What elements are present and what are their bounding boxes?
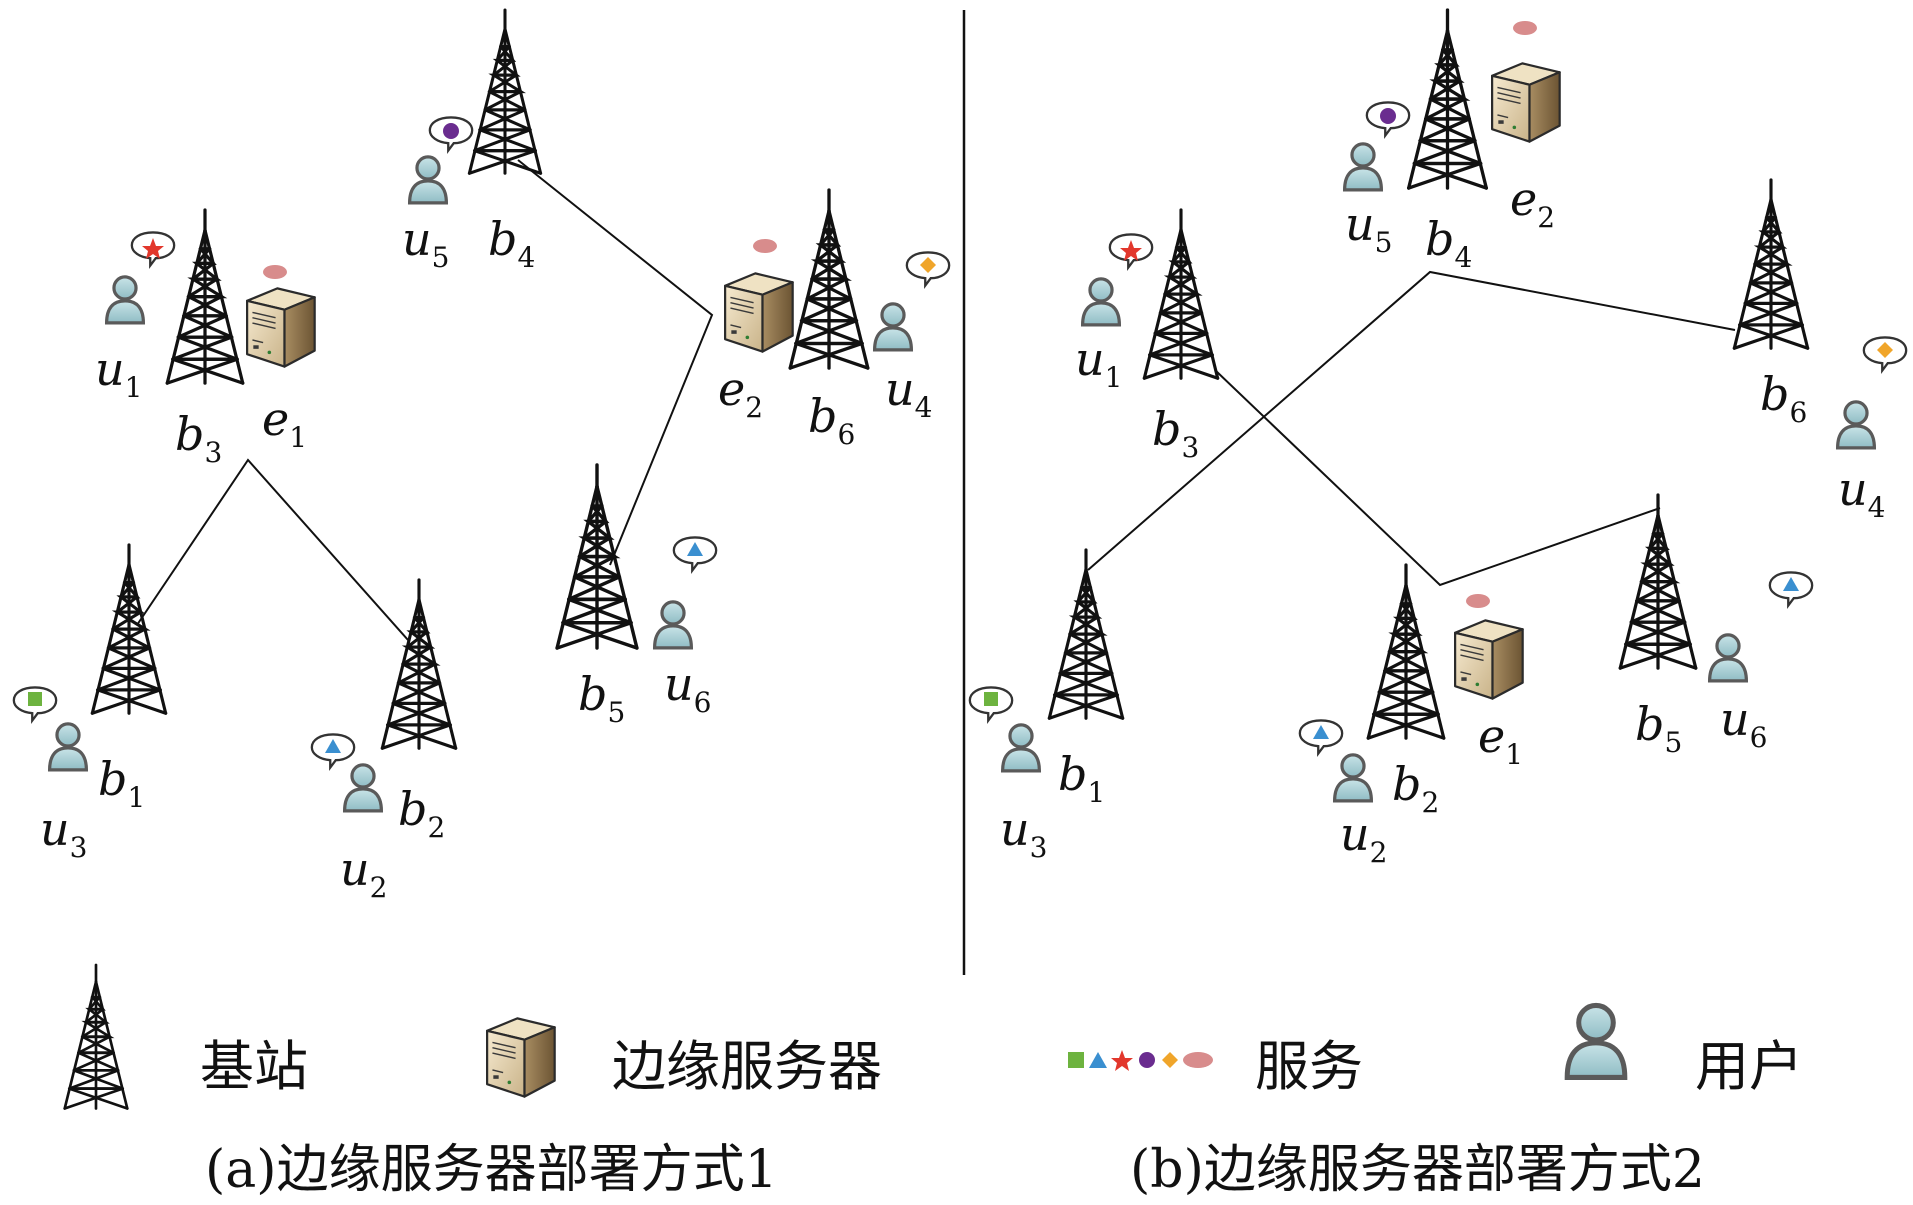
tower-icon <box>380 578 458 750</box>
label-u6: u6 <box>664 657 711 719</box>
label-b2: b2 <box>398 782 445 844</box>
service-square-icon <box>1068 1052 1084 1068</box>
tower-icon <box>165 208 245 385</box>
tower-icon <box>90 543 168 715</box>
service-square-icon <box>984 692 998 706</box>
caption-a: (a)边缘服务器部署方式1 <box>205 1140 778 1200</box>
server-icon <box>1490 62 1561 143</box>
service-ellipse-icon <box>263 265 287 279</box>
label-b1: b1 <box>1058 747 1105 809</box>
label-b2: b2 <box>1392 757 1439 819</box>
link-b3-b2-b5 <box>1214 369 1661 587</box>
service-square-icon <box>28 692 42 706</box>
label-u4: u4 <box>1838 462 1885 524</box>
tower-icon <box>1142 208 1220 380</box>
user-icon <box>1567 1005 1625 1077</box>
user-icon <box>407 155 449 205</box>
tower-icon <box>788 188 870 370</box>
legend-tower-label: 基站 <box>200 1035 308 1098</box>
label-u1: u1 <box>1075 332 1122 394</box>
user-icon <box>652 600 694 650</box>
service-triangle-icon <box>325 739 341 753</box>
label-e1: e1 <box>262 392 307 454</box>
label-b6: b6 <box>1760 367 1807 429</box>
panel-a: b1 b2 b3 b4 b5 b6 e1 e2 u1 u2 u3 u4 u5 u… <box>12 8 951 904</box>
label-b3: b3 <box>175 407 222 469</box>
legend-service-label: 服务 <box>1255 1035 1363 1098</box>
label-b6: b6 <box>808 389 855 451</box>
label-b5: b5 <box>578 667 625 729</box>
legend: 基站 边缘服务器 服务 用户 <box>63 963 1803 1111</box>
user-icon <box>1707 633 1749 683</box>
service-ellipse-icon <box>1513 21 1537 35</box>
service-ellipse-icon <box>1466 594 1490 608</box>
label-e2: e2 <box>718 362 763 424</box>
service-circle-icon <box>1380 108 1396 124</box>
label-u1: u1 <box>95 342 142 404</box>
label-b5: b5 <box>1635 697 1682 759</box>
service-star-icon <box>1120 240 1142 261</box>
service-star-icon <box>142 238 164 259</box>
label-u6: u6 <box>1720 692 1767 754</box>
service-star-icon <box>1111 1050 1133 1071</box>
link-b1-b4-b6 <box>1087 270 1736 571</box>
service-diamond-icon <box>1877 342 1893 358</box>
panel-b: b1 b2 b3 b4 b5 b6 e1 e2 u1 u2 u3 u4 u5 u… <box>968 8 1908 869</box>
service-ellipse-icon <box>1183 1052 1213 1068</box>
label-u2: u2 <box>1340 807 1387 869</box>
service-circle-icon <box>1139 1052 1155 1068</box>
service-triangle-icon <box>1313 725 1329 739</box>
tower-icon <box>1732 178 1810 350</box>
service-ellipse-icon <box>753 239 777 253</box>
label-u3: u3 <box>40 802 87 864</box>
service-triangle-icon <box>687 542 703 556</box>
caption-b: (b)边缘服务器部署方式2 <box>1130 1140 1705 1200</box>
label-u5: u5 <box>1345 197 1392 259</box>
legend-service-symbols <box>1068 1050 1213 1071</box>
label-u2: u2 <box>340 842 387 904</box>
service-diamond-icon <box>1162 1052 1178 1068</box>
user-icon <box>1080 277 1122 327</box>
service-diamond-icon <box>920 257 936 273</box>
tower-icon <box>1406 8 1489 190</box>
tower-icon <box>555 463 639 650</box>
user-icon <box>1332 753 1374 803</box>
label-b3: b3 <box>1152 402 1199 464</box>
service-circle-icon <box>443 123 459 139</box>
legend-user-label: 用户 <box>1695 1035 1803 1098</box>
user-icon <box>1342 142 1384 192</box>
server-icon <box>723 272 794 353</box>
link-b4-e2-b5 <box>517 159 714 566</box>
legend-server-label: 边缘服务器 <box>612 1035 882 1098</box>
user-icon <box>1000 723 1042 773</box>
label-e1: e1 <box>1478 709 1523 771</box>
link-b1-b3-b2 <box>136 458 409 641</box>
server-icon <box>485 1017 556 1098</box>
user-icon <box>104 275 146 325</box>
tower-icon <box>1366 563 1446 740</box>
user-icon <box>1835 400 1877 450</box>
label-b4: b4 <box>1425 212 1472 274</box>
tower-icon <box>467 8 543 176</box>
label-b4: b4 <box>488 212 535 274</box>
server-icon <box>245 287 316 368</box>
label-e2: e2 <box>1510 172 1555 234</box>
tower-icon <box>1618 493 1698 670</box>
user-icon <box>47 722 89 772</box>
user-icon <box>872 302 914 352</box>
label-u3: u3 <box>1000 802 1047 864</box>
tower-icon <box>63 963 129 1111</box>
service-triangle-icon <box>1783 577 1799 591</box>
label-b1: b1 <box>98 752 145 814</box>
user-icon <box>342 763 384 813</box>
label-u5: u5 <box>402 212 449 274</box>
server-icon <box>1453 619 1524 700</box>
tower-icon <box>1047 548 1125 720</box>
service-triangle-icon <box>1089 1052 1107 1068</box>
label-u4: u4 <box>885 362 932 424</box>
